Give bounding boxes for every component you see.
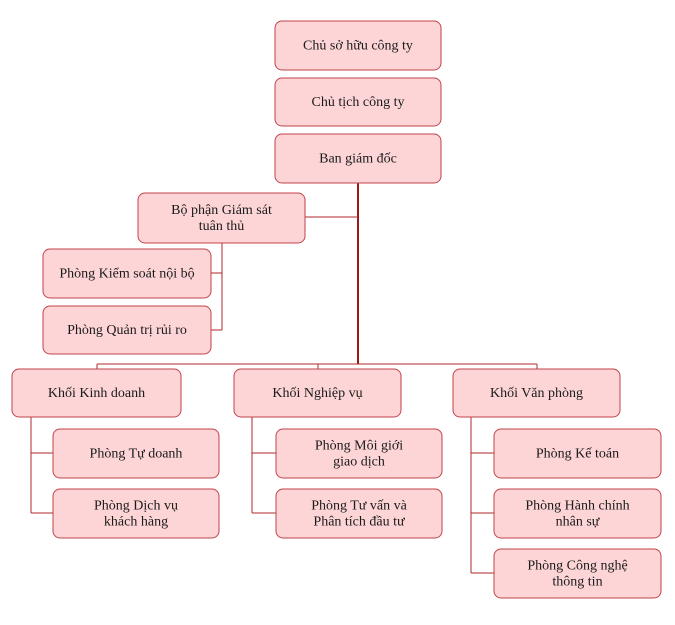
node-label-line: Phòng Quản trị rủi ro (67, 323, 187, 338)
node-board: Ban giám đốc (274, 133, 442, 184)
node-label-line: Bộ phận Giám sát (171, 203, 272, 218)
node-label-line: Phòng Tự doanh (90, 446, 183, 461)
node-label-line: Khối Nghiệp vụ (272, 386, 362, 401)
node-owner-label: Chủ sở hữu công ty (303, 38, 413, 53)
node-label-line: Phòng Kế toán (536, 446, 619, 461)
node-risk-management-label: Phòng Quản trị rủi ro (67, 323, 187, 338)
node-label-line: Ban giám đốc (319, 151, 397, 166)
node-label-line: giao dịch (333, 454, 385, 469)
node-label-line: thông tin (552, 574, 602, 589)
node-label-line: Khối Kinh doanh (48, 386, 145, 401)
node-label-line: Phòng Kiểm soát nội bộ (59, 266, 194, 281)
node-label-line: khách hàng (104, 514, 168, 529)
node-label-line: Phòng Công nghệ (527, 558, 627, 573)
node-owner: Chủ sở hữu công ty (274, 20, 442, 71)
node-label-line: Phòng Dịch vụ (94, 498, 178, 513)
node-business-block-label: Khối Kinh doanh (48, 386, 145, 401)
node-operations-block: Khối Nghiệp vụ (233, 368, 402, 418)
node-label-line: Chủ tịch công ty (312, 95, 405, 110)
node-proprietary-trading-label: Phòng Tự doanh (90, 446, 183, 461)
node-label-line: Chủ sở hữu công ty (303, 38, 413, 53)
node-label-line: Phòng Tư vấn và (311, 498, 407, 513)
node-chairman-label: Chủ tịch công ty (312, 95, 405, 110)
node-label-line: Khối Văn phòng (490, 386, 583, 401)
node-internal-control: Phòng Kiểm soát nội bộ (42, 248, 212, 299)
node-board-label: Ban giám đốc (319, 151, 397, 166)
node-proprietary-trading: Phòng Tự doanh (52, 428, 220, 479)
node-office-block: Khối Văn phòng (452, 368, 621, 418)
node-label-line: Phòng Hành chính (525, 498, 629, 513)
node-label-line: tuân thủ (199, 219, 245, 234)
node-business-block: Khối Kinh doanh (11, 368, 182, 418)
node-office-block-label: Khối Văn phòng (490, 386, 583, 401)
node-label-line: Phòng Môi giới (315, 438, 403, 453)
node-accounting-label: Phòng Kế toán (536, 446, 619, 461)
node-risk-management: Phòng Quản trị rủi ro (42, 305, 212, 355)
node-label-line: nhân sự (556, 514, 600, 529)
node-chairman: Chủ tịch công ty (274, 77, 442, 127)
node-internal-control-label: Phòng Kiểm soát nội bộ (59, 266, 194, 281)
node-label-line: Phân tích đầu tư (313, 514, 405, 529)
connectors (30, 183, 538, 574)
node-accounting: Phòng Kế toán (493, 428, 662, 479)
node-operations-block-label: Khối Nghiệp vụ (272, 386, 362, 401)
